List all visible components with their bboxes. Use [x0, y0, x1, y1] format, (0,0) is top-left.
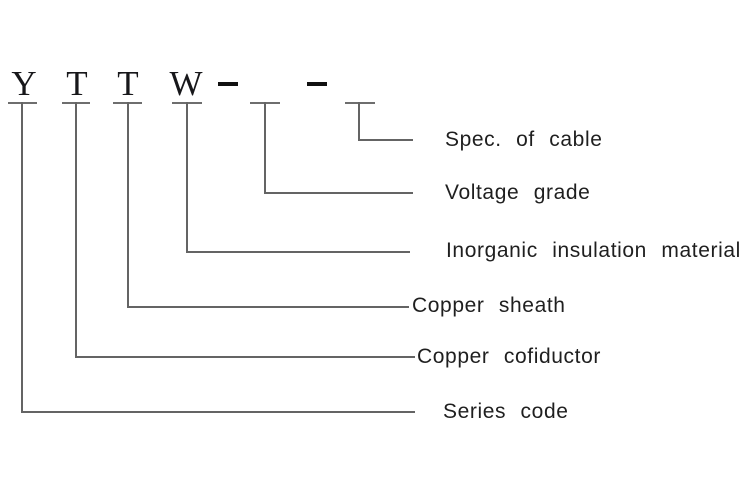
connector-topbar	[345, 102, 375, 104]
connector-vertical	[127, 102, 129, 308]
code-letter-w: W	[169, 64, 203, 103]
connector-leader	[264, 192, 413, 194]
dash-separator-2	[307, 82, 327, 86]
code-letter-y: Y	[11, 64, 37, 103]
label-spec-of-cable: Spec. of cable	[445, 128, 603, 151]
connector-vertical	[358, 102, 360, 141]
connector-vertical	[21, 102, 23, 413]
label-series-code: Series code	[443, 400, 569, 423]
label-copper-conductor: Copper cofiductor	[417, 345, 601, 368]
label-inorganic-insulation: Inorganic insulation material	[446, 239, 741, 262]
connector-vertical	[186, 102, 188, 253]
code-letter-t1: T	[66, 64, 88, 103]
connector-leader	[186, 251, 410, 253]
dash-separator-1	[218, 82, 238, 86]
connector-leader	[21, 411, 415, 413]
connector-leader	[127, 306, 409, 308]
connector-leader	[358, 139, 413, 141]
connector-vertical	[75, 102, 77, 358]
connector-vertical	[264, 102, 266, 194]
code-letter-t2: T	[117, 64, 139, 103]
label-copper-sheath: Copper sheath	[412, 294, 566, 317]
label-voltage-grade: Voltage grade	[445, 181, 591, 204]
connector-leader	[75, 356, 415, 358]
